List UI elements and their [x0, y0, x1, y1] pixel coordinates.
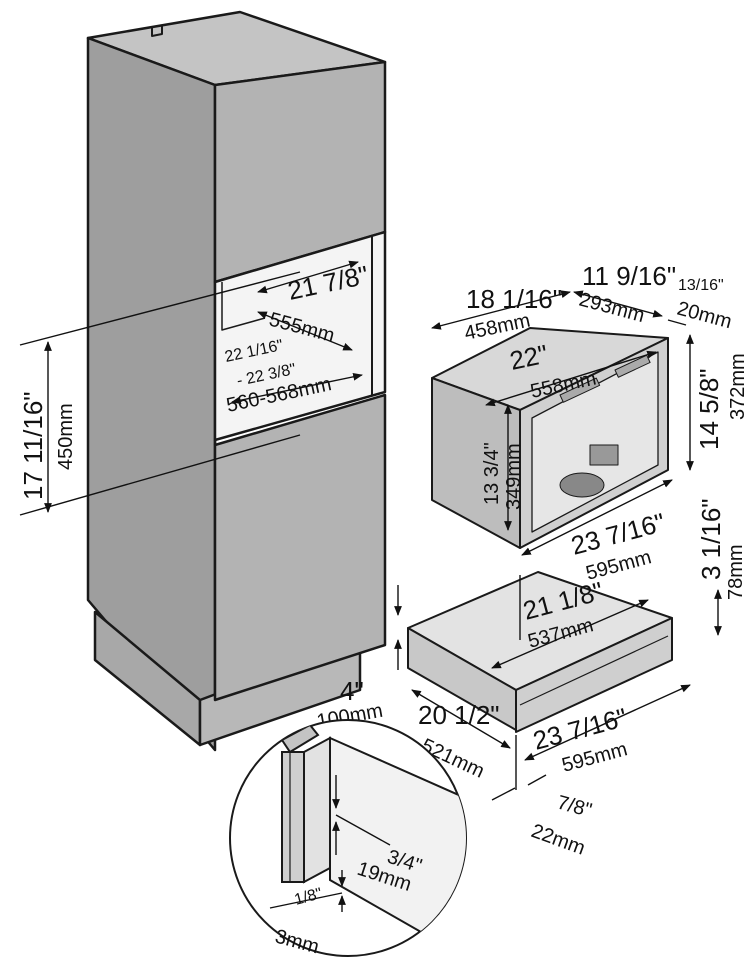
machine-body-height-in: 13 3/4"	[481, 442, 503, 505]
lower-door	[213, 393, 387, 702]
detail-edge-in: 1/8"	[293, 885, 324, 909]
machine-body-height-mm: 349mm	[503, 443, 525, 510]
cabinet-side	[86, 36, 217, 752]
niche-dimensions	[19, 260, 363, 516]
machine-front-depth-mm: 293mm	[577, 289, 647, 328]
drawer-depth-in: 20 1/2"	[418, 700, 500, 730]
machine-panel-depth-mm: 20mm	[675, 298, 734, 334]
niche-height-mm: 450mm	[55, 403, 77, 470]
drawer-front-thickness-in: 7/8"	[555, 792, 594, 822]
drawer-gap-in: 4"	[340, 676, 364, 706]
machine-panel-depth-in: 13/16"	[678, 277, 724, 294]
niche-height-in: 17 11/16"	[18, 391, 48, 500]
machine-depth-in: 18 1/16"	[466, 284, 562, 314]
detail-view	[229, 719, 467, 957]
drawer-height-in: 3 1/16"	[696, 498, 726, 580]
drawer-dimensions	[394, 575, 722, 801]
machine-front-depth-in: 11 9/16"	[582, 261, 676, 291]
machine-dimensions	[431, 290, 694, 556]
machine-height-in: 14 5/8"	[694, 368, 724, 450]
drawer-front-thickness-mm: 22mm	[528, 820, 588, 860]
drawer-height-mm: 78mm	[725, 544, 747, 600]
machine-height-mm: 372mm	[727, 353, 749, 420]
